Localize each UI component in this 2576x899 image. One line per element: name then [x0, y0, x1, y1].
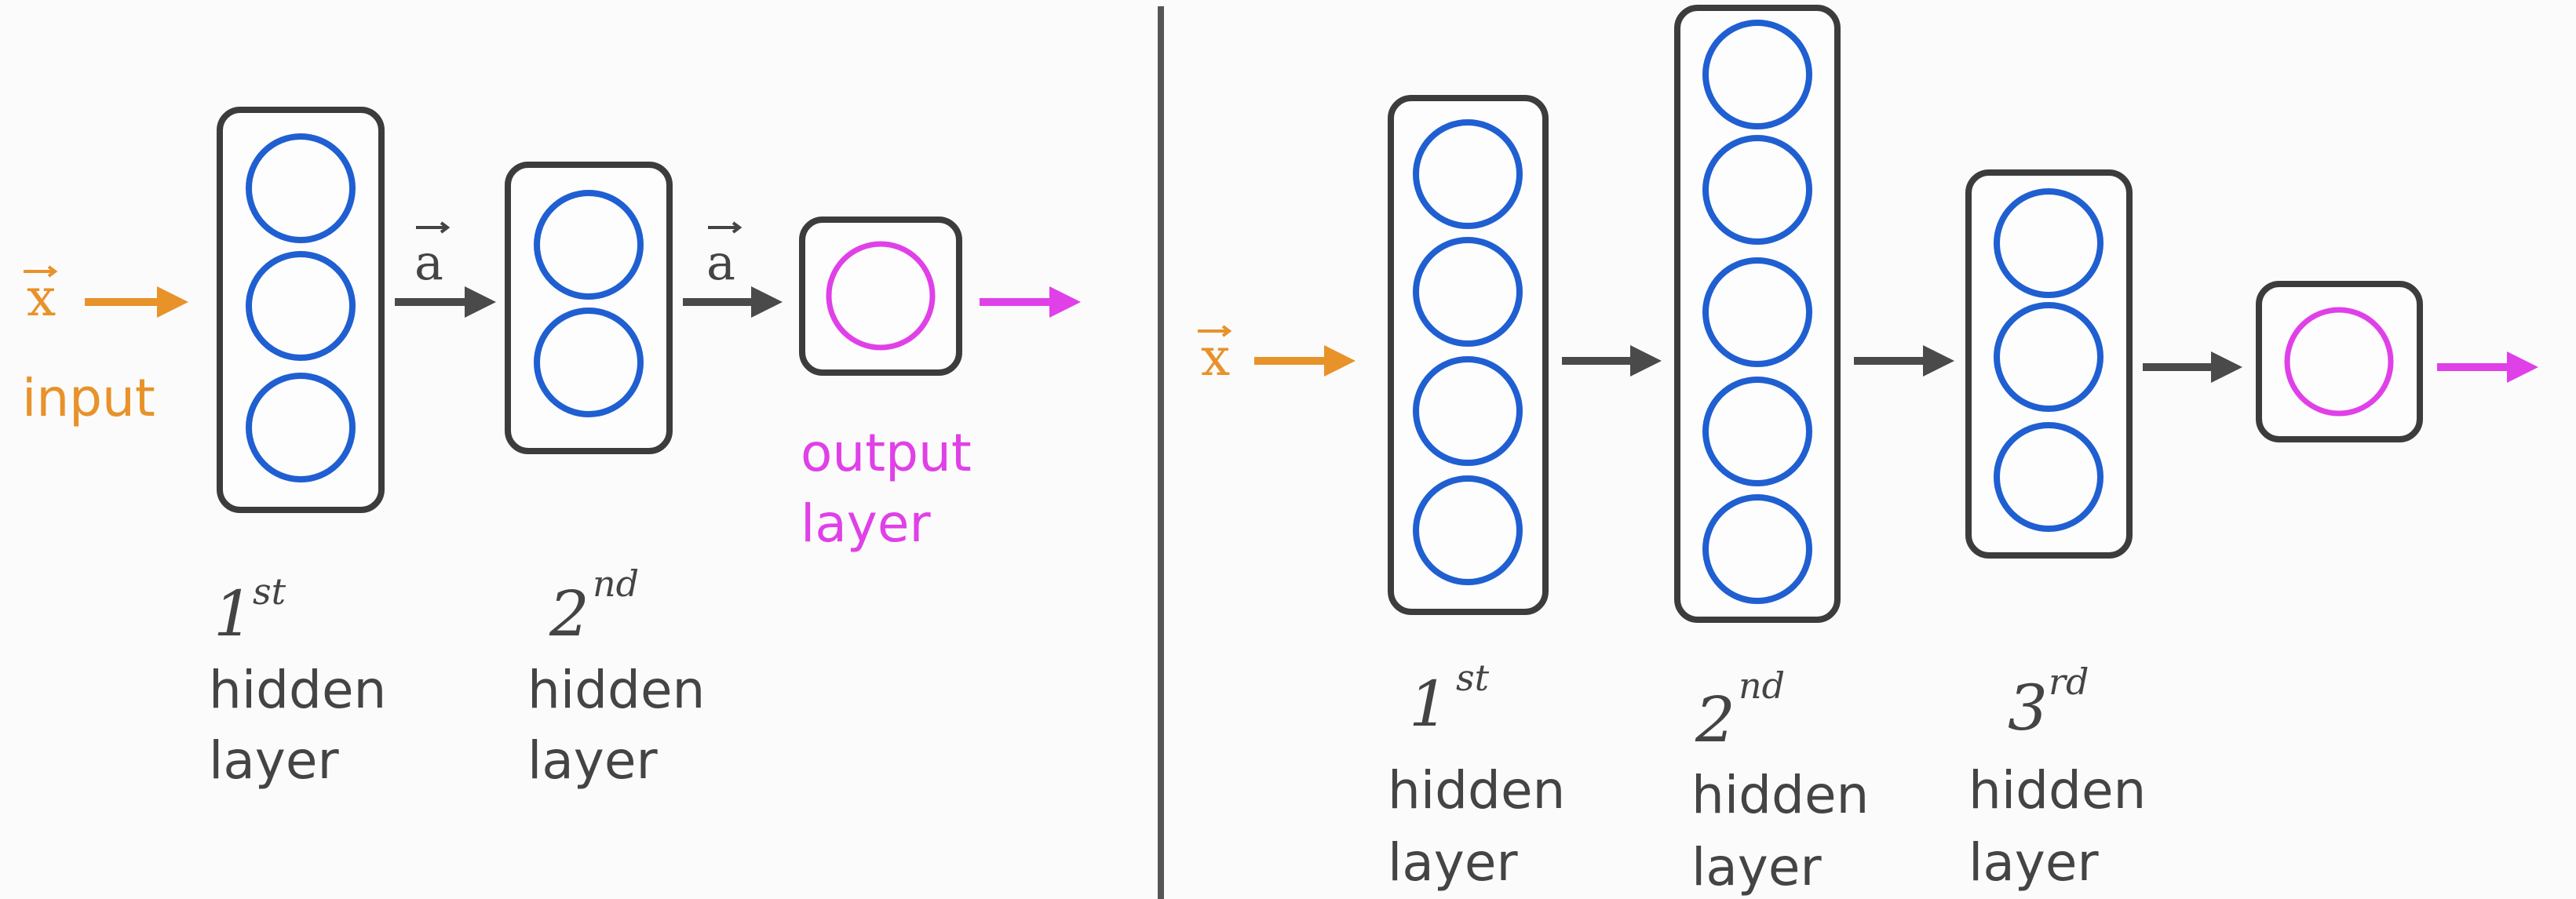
right-layer3-ordinal: 3: [2008, 672, 2048, 744]
right-network: x 1 st hidden layer 2: [1198, 5, 2538, 897]
right-layer2-ordinal-suffix: nd: [1739, 664, 1785, 707]
left-activation-vector-arrow-icon-2: [708, 221, 743, 234]
left-input-label: input: [22, 368, 155, 428]
right-layer2-neuron: [1702, 20, 1812, 129]
right-layer1-caption-line1: hidden: [1388, 760, 1565, 821]
left-layer2-neuron: [534, 190, 644, 300]
right-layer1-neuron: [1413, 475, 1523, 585]
right-layer1-neuron: [1413, 119, 1523, 229]
right-layer1-box: [1388, 95, 1549, 615]
right-layer3-ordinal-suffix: rd: [2049, 661, 2089, 703]
left-input-symbol: x: [27, 268, 56, 328]
left-layer1-ordinal: 1: [213, 577, 254, 650]
left-layer1-ordinal-suffix: st: [253, 570, 286, 613]
right-layer2-neuron: [1702, 377, 1812, 486]
right-layer3-neuron: [1994, 422, 2103, 532]
right-layer3-caption-line1: hidden: [1968, 760, 2146, 821]
left-layer1-neuron: [246, 251, 356, 361]
left-layer1-box: [217, 107, 385, 513]
right-layer1-ordinal-suffix: st: [1456, 657, 1490, 699]
left-activation-symbol-1: a: [414, 234, 443, 291]
left-output-label-line1: output: [801, 423, 972, 483]
right-layer2-caption-line2: layer: [1691, 837, 1822, 897]
left-activation-symbol-2: a: [706, 234, 735, 291]
right-layer3-neuron: [1994, 188, 2103, 298]
right-layer1-ordinal: 1: [1409, 668, 1449, 741]
left-output-neuron: [826, 241, 936, 351]
right-layer1-neuron: [1413, 356, 1523, 466]
right-layer2-box: [1674, 5, 1841, 623]
right-layer3-caption-line2: layer: [1968, 832, 2099, 893]
left-layer2-neuron: [534, 308, 644, 417]
right-layer3-box: [1965, 169, 2133, 559]
right-input-vector-arrow-icon: [1198, 325, 1232, 337]
right-output-box: [2256, 281, 2423, 442]
right-layer1-neuron: [1413, 237, 1523, 347]
left-layer1-neuron: [246, 373, 356, 482]
right-layer2-caption-line1: hidden: [1691, 765, 1869, 825]
left-activation-vector-arrow-icon-1: [416, 221, 451, 234]
left-input-vector-arrow-icon: [24, 265, 58, 278]
right-output-neuron: [2284, 307, 2394, 417]
left-layer2-caption-line2: layer: [527, 730, 658, 791]
left-layer2-ordinal: 2: [549, 577, 589, 650]
left-network: x input a a output layer 1 st hidden lay…: [22, 107, 1081, 791]
left-output-label-line2: layer: [801, 493, 931, 554]
right-layer1-caption-line2: layer: [1388, 832, 1518, 893]
left-layer2-caption-line1: hidden: [527, 660, 705, 720]
right-layer2-neuron: [1702, 257, 1812, 367]
left-layer1-caption-line1: hidden: [209, 660, 386, 720]
right-layer2-neuron: [1702, 494, 1812, 604]
right-layer2-neuron: [1702, 135, 1812, 245]
left-layer1-caption-line2: layer: [209, 730, 339, 791]
left-layer2-ordinal-suffix: nd: [593, 562, 639, 605]
right-input-symbol: x: [1201, 327, 1230, 388]
right-layer2-ordinal: 2: [1695, 683, 1735, 756]
right-layer3-neuron: [1994, 302, 2103, 412]
left-layer1-neuron: [246, 133, 356, 243]
